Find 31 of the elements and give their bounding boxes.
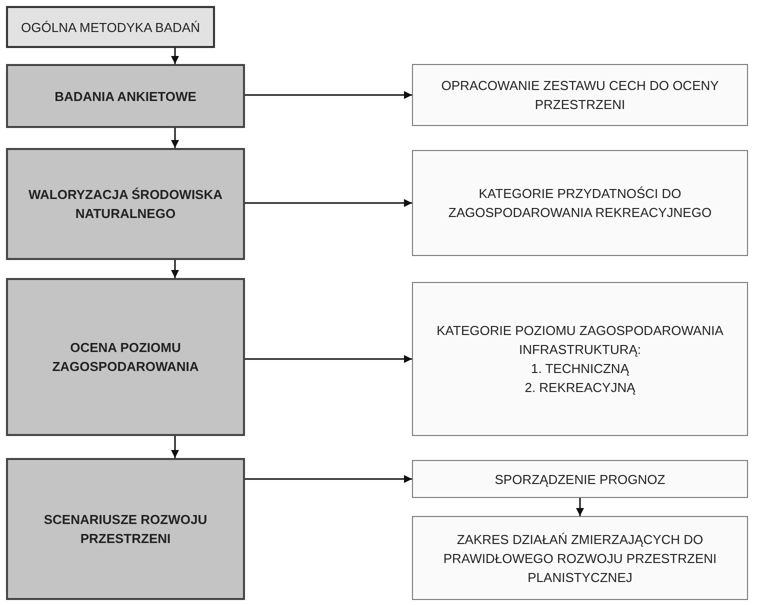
box-label: 2. REKREACYJNĄ xyxy=(524,379,636,397)
box-label: KATEGORIE POZIOMU ZAGOSPODAROWANIA INFRASTRUKTURĄ: xyxy=(436,322,724,359)
box-label: 1. TECHNICZNĄ xyxy=(531,360,629,378)
arrow xyxy=(171,48,179,64)
box-label: OCENA POZIOMU ZAGOSPODAROWANIA xyxy=(51,339,200,376)
process-box xyxy=(6,278,245,436)
box-label: OGÓLNA METODYKA BADAŃ xyxy=(21,18,200,36)
box-label: KATEGORIE PRZYDATNOŚCI DO ZAGOSPODAROWANIA REKREACYJNEGO xyxy=(447,185,713,222)
box-label: ZAKRES DZIAŁAŃ ZMIERZAJĄCYCH DO PRAWIDŁOWEGO ROZWOJU PRZESTRZENI PLANISTYCZNEJ xyxy=(442,530,718,586)
arrow xyxy=(245,199,412,207)
arrow xyxy=(171,436,179,458)
arrow xyxy=(171,260,179,278)
process-box xyxy=(412,150,748,256)
box-label: WALORYZACJA ŚRODOWISKA NATURALNEGO xyxy=(27,186,224,223)
process-box xyxy=(412,282,748,436)
process-box xyxy=(412,460,748,498)
arrow xyxy=(245,355,412,363)
process-box xyxy=(412,64,748,126)
box-label: SCENARIUSZE ROZWOJU PRZESTRZENI xyxy=(42,511,208,548)
arrow xyxy=(245,475,412,483)
arrow xyxy=(171,128,179,148)
process-box xyxy=(6,64,245,128)
box-label: BADANIA ANKIETOWE xyxy=(54,88,196,106)
arrow xyxy=(245,91,412,99)
process-box xyxy=(412,516,748,600)
process-box xyxy=(6,148,245,260)
box-label: SPORZĄDZENIE PROGNOZ xyxy=(494,470,666,488)
arrow xyxy=(576,498,584,516)
process-box xyxy=(6,458,245,600)
process-box xyxy=(6,6,215,48)
box-label: OPRACOWANIE ZESTAWU CECH DO OCENY PRZESTRZENI xyxy=(440,77,720,114)
